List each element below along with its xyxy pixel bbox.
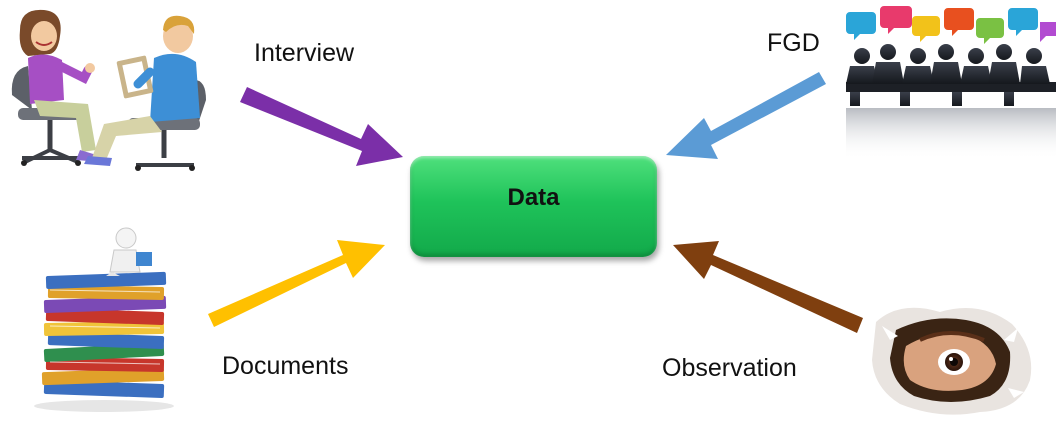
data-node-label: Data bbox=[507, 183, 560, 211]
focus-group-meeting-icon bbox=[846, 6, 1056, 160]
peeking-eye-icon bbox=[872, 307, 1032, 415]
data-node: Data bbox=[410, 156, 657, 257]
interview-people-icon bbox=[11, 9, 206, 171]
observation-arrow bbox=[673, 241, 863, 333]
fgd-label: FGD bbox=[767, 29, 820, 57]
observation-label: Observation bbox=[662, 354, 797, 382]
documents-arrow bbox=[208, 240, 385, 327]
document-stack-icon bbox=[34, 227, 174, 412]
interview-arrow bbox=[240, 87, 403, 166]
interview-label: Interview bbox=[254, 39, 355, 67]
fgd-arrow bbox=[666, 72, 826, 159]
documents-label: Documents bbox=[222, 352, 349, 380]
